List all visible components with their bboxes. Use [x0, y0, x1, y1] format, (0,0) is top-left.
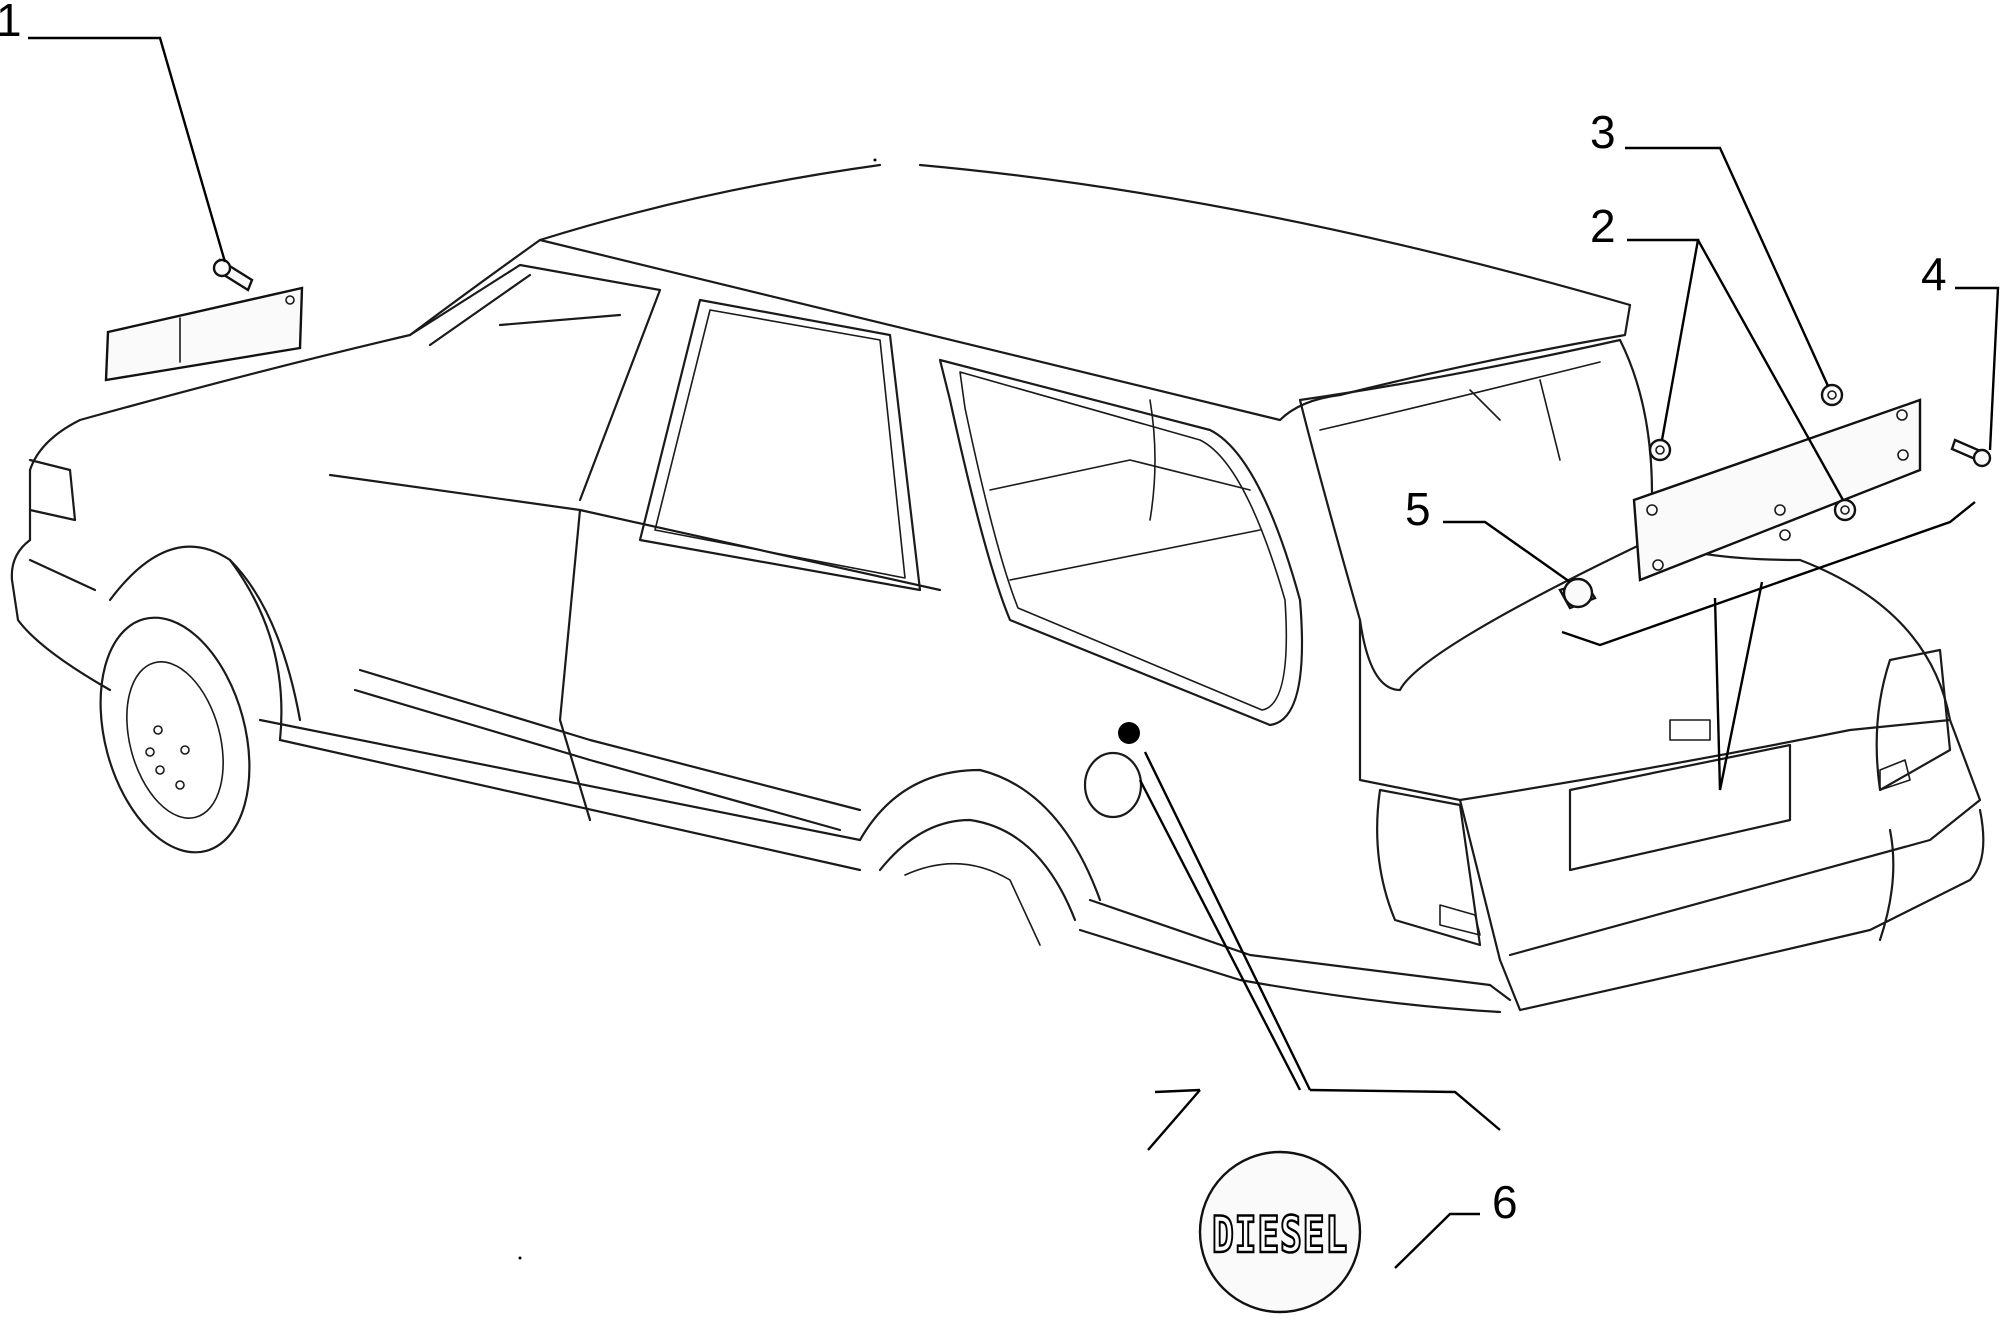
part-2-rivet-right [1833, 498, 1857, 522]
callout-2-label: 2 [1590, 200, 1616, 252]
station-wagon-car-drawing [10, 163, 1985, 1014]
callout-3-label: 3 [1590, 106, 1616, 158]
callout-6: 6 [1394, 1176, 1518, 1269]
callout-2: 2 [1590, 200, 1845, 501]
part-2-rear-plate [1632, 398, 1922, 582]
stray-mark [873, 158, 877, 162]
callout-3: 3 [1590, 106, 1830, 387]
callout-4: 4 [1921, 248, 2000, 451]
callout-1-label: 1 [0, 0, 22, 46]
part-3-rivet [1820, 383, 1844, 407]
part-1-front-plate-and-screw [104, 258, 304, 382]
callout-5: 5 [1405, 483, 1571, 583]
plate-mount-pointer [1713, 581, 1764, 791]
fuel-badge-leader [1138, 751, 1312, 1091]
badge-bracket [1154, 1088, 1501, 1131]
callout-4-label: 4 [1921, 248, 1947, 300]
stray-mark [518, 1256, 522, 1260]
part-4-screw [1950, 438, 1992, 468]
badge-text: DIESEL [1212, 1206, 1348, 1264]
part-2-rivet-left [1648, 438, 1672, 462]
part-5-plug [1558, 577, 1597, 610]
callout-1: 1 [0, 0, 227, 263]
fuel-badge-location-dot [1118, 722, 1140, 744]
part-6-diesel-badge: DIESEL [1198, 1150, 1362, 1314]
callout-6-label: 6 [1492, 1176, 1518, 1228]
callout-5-label: 5 [1405, 483, 1431, 535]
badge-bracket-left [1147, 1089, 1201, 1151]
plate-mount-leader [1561, 501, 1976, 647]
